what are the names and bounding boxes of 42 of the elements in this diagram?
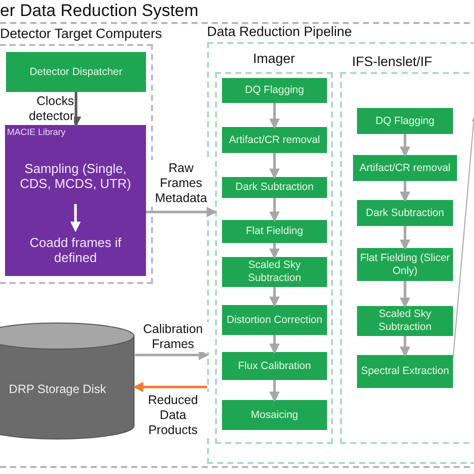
process-box: Flat Fielding — [222, 220, 327, 243]
process-box: Flux Calibration — [222, 352, 327, 380]
cylinder-label: DRP Storage Disk — [8, 381, 108, 398]
arrow — [269, 243, 280, 260]
arrow — [269, 103, 280, 130]
arrow — [269, 153, 280, 180]
arrow — [132, 382, 207, 392]
arrow — [269, 198, 280, 222]
group-heading: Imager — [252, 52, 296, 66]
process-box: Scaled Sky Subtraction — [357, 306, 453, 336]
process-box: Artifact/CR removal — [353, 155, 457, 181]
process-box: Dark Subtraction — [357, 200, 453, 226]
arrow — [146, 206, 218, 218]
arrow — [269, 335, 280, 354]
process-box: Spectral Extraction — [357, 355, 453, 388]
group-heading: er Data Reduction System — [0, 2, 198, 19]
process-box: Detector Dispatcher — [6, 52, 146, 92]
edge-label: Raw Frames Metadata — [150, 160, 212, 206]
arrow — [400, 181, 410, 202]
panel-heading: MACIE Library — [7, 126, 66, 139]
arrow — [269, 287, 280, 308]
arrow — [269, 380, 280, 402]
arrow — [135, 350, 210, 360]
group-heading: IFS-lenslet/IF — [352, 55, 432, 68]
arrow — [400, 281, 410, 308]
group-heading: Data Reduction Pipeline — [207, 25, 352, 38]
step-text: Coadd frames if defined — [10, 230, 141, 270]
arrow — [400, 336, 410, 358]
process-box: DQ Flagging — [222, 78, 327, 103]
step-text: Sampling (Single, CDS, MCDS, UTR) — [10, 148, 141, 204]
process-box: Dark Subtraction — [222, 177, 327, 198]
process-box: Artifact/CR removal — [222, 127, 327, 153]
process-box: Scaled Sky Subtraction — [222, 257, 327, 287]
group-heading: Detector Target Computers — [0, 27, 162, 40]
arrow — [452, 117, 474, 360]
arrow — [400, 134, 410, 158]
arrow — [400, 226, 410, 250]
process-box: Flat Fielding (Slicer Only) — [357, 248, 453, 281]
process-box: DQ Flagging — [357, 108, 453, 134]
process-box: Distortion Correction — [222, 305, 327, 335]
arrow — [70, 204, 81, 232]
process-box: Mosaicing — [222, 400, 327, 430]
